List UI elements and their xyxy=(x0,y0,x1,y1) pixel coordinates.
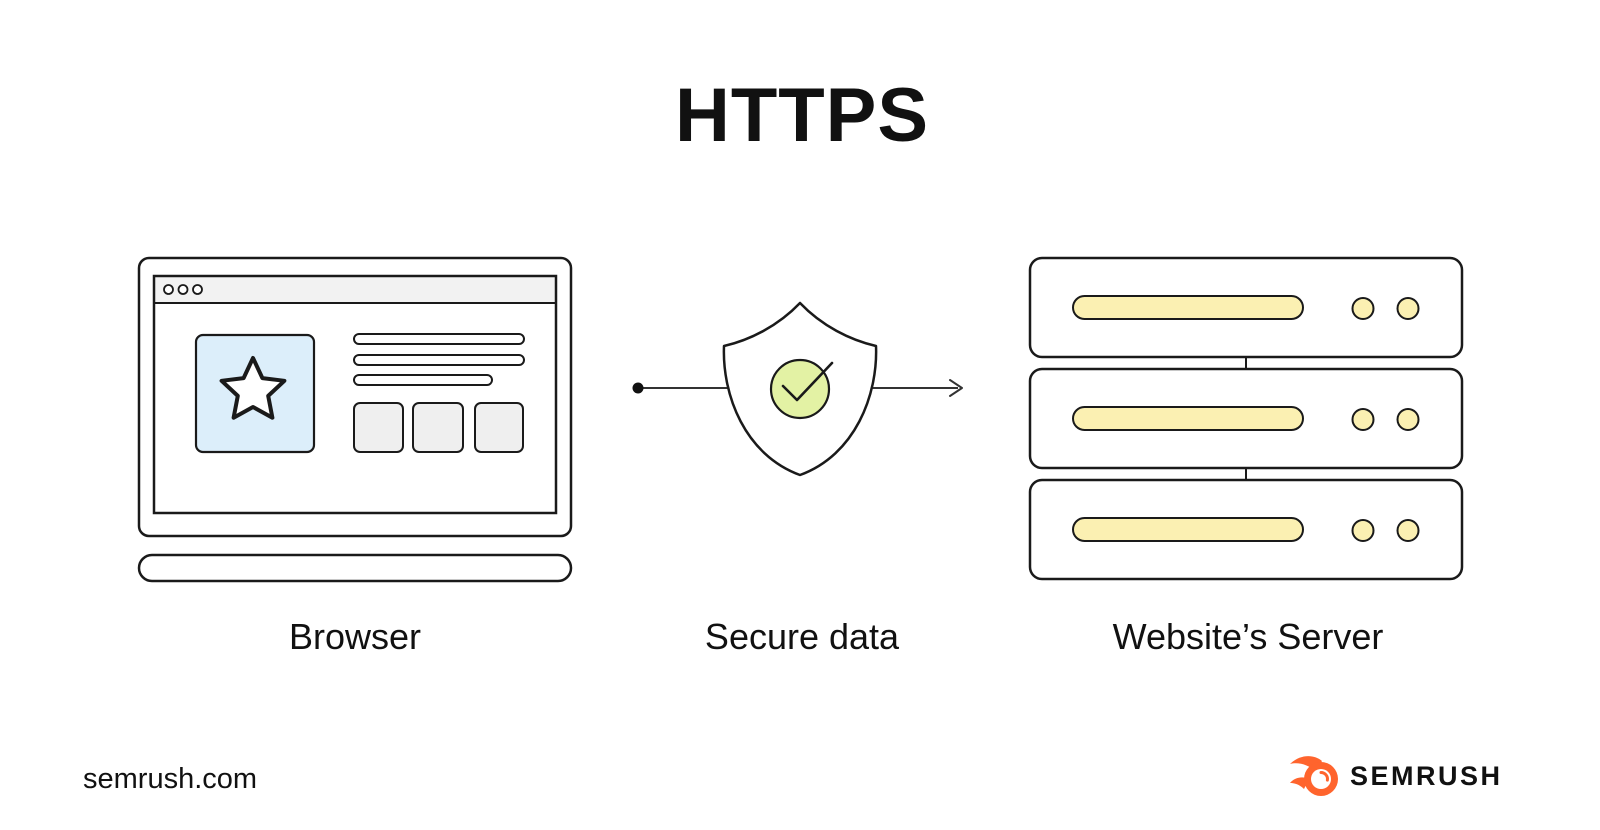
semrush-logo: SEMRUSH xyxy=(1288,752,1503,800)
fireball-highlight xyxy=(1319,771,1329,782)
text-line-placeholder xyxy=(353,374,493,386)
browser-window-icon xyxy=(137,256,573,583)
checkmark-icon xyxy=(781,361,834,402)
arrow-right-icon xyxy=(949,379,963,397)
server-led xyxy=(1396,297,1420,320)
server-slot xyxy=(1072,517,1304,542)
secure-data-caption: Secure data xyxy=(704,616,900,657)
server-stack-icon xyxy=(1028,256,1464,581)
semrush-flame-icon xyxy=(1290,756,1338,796)
browser-titlebar xyxy=(153,275,557,304)
thumbnail-placeholder xyxy=(474,402,524,453)
star-icon xyxy=(219,356,287,420)
window-dot-icon xyxy=(192,284,203,295)
check-circle xyxy=(769,358,831,420)
window-dot-icon xyxy=(163,284,174,295)
server-led xyxy=(1396,408,1420,431)
flow-start-dot xyxy=(632,382,644,394)
window-dot-icon xyxy=(177,284,189,295)
server-led xyxy=(1351,519,1375,542)
source-url-text: semrush.com xyxy=(83,763,258,795)
brand-wordmark: SEMRUSH xyxy=(1350,760,1503,791)
server-led xyxy=(1351,297,1375,320)
text-line-placeholder xyxy=(353,333,525,345)
server-led xyxy=(1396,519,1420,542)
server-caption: Website’s Server xyxy=(1112,616,1384,657)
thumbnail-placeholder xyxy=(353,402,404,453)
server-slot xyxy=(1072,406,1304,431)
shield-check-icon xyxy=(632,301,963,477)
page-title: HTTPS xyxy=(674,73,930,158)
server-slot xyxy=(1072,295,1304,320)
browser-caption: Browser xyxy=(288,616,422,657)
text-line-placeholder xyxy=(353,354,525,366)
server-led xyxy=(1351,408,1375,431)
thumbnail-placeholder xyxy=(412,402,464,453)
browser-viewport-border xyxy=(152,274,558,515)
laptop-base xyxy=(137,553,573,583)
